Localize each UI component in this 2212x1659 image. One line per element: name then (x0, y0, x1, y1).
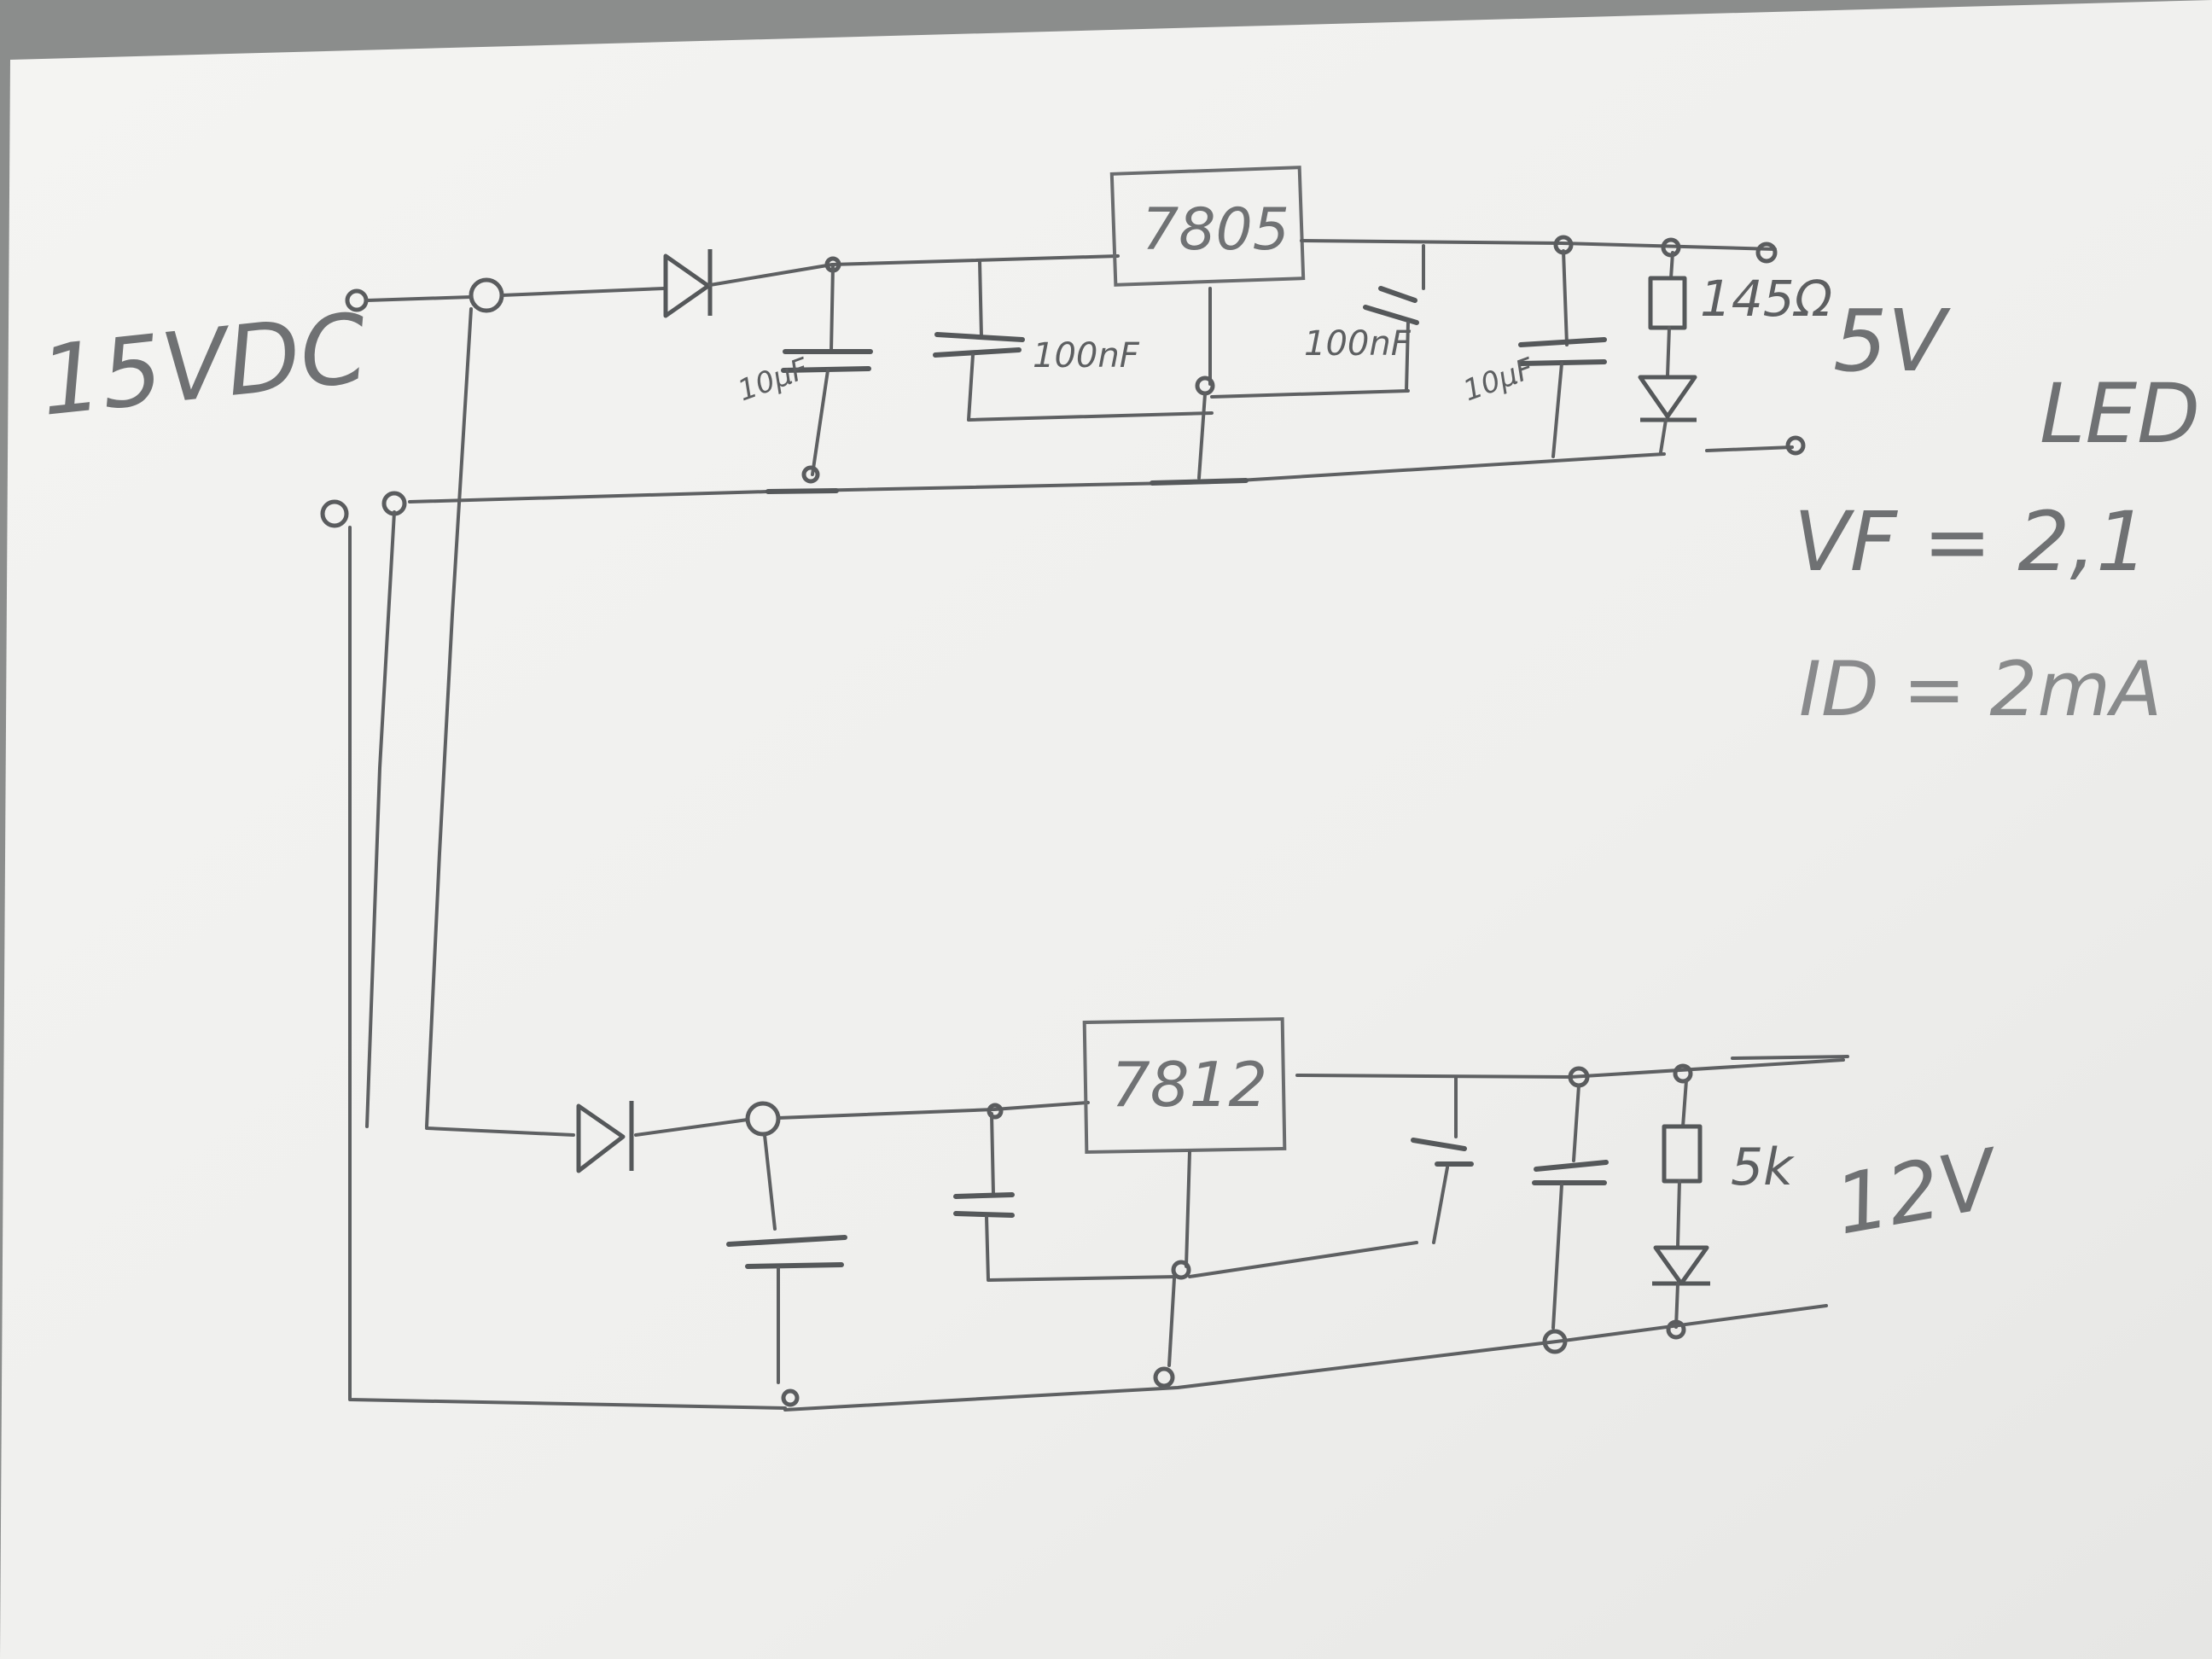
node-in-12v-2 (987, 1103, 1004, 1120)
node-c-in-bottom (801, 465, 820, 484)
label-vf: VF = 2,1 (1794, 494, 2148, 590)
label-id: ID = 2mA (1799, 645, 2162, 733)
regulator-7805-box (1109, 166, 1306, 287)
node-reg-12v-gnd (1171, 1260, 1191, 1280)
node-led-12v-bottom (1666, 1319, 1686, 1340)
label-r-145: 145Ω (1700, 270, 1832, 328)
led-12v (1652, 1245, 1710, 1286)
label-r-5k: 5k (1731, 1138, 1795, 1197)
led-5v (1638, 375, 1697, 422)
node-out-5v-3 (1755, 242, 1778, 264)
diode-12v (576, 1101, 634, 1173)
circuit-5v (320, 166, 1806, 528)
label-led: LED (2040, 366, 2200, 462)
node-reg-12v-bottom (1153, 1366, 1175, 1388)
label-out-5v: 5V (1833, 291, 1952, 391)
output-terminal-led (1785, 435, 1806, 456)
diode-5v (663, 249, 713, 318)
input-terminal-ground (320, 499, 349, 528)
label-regulator-7805: 7805 (1142, 196, 1289, 264)
node-c-in-12v-bottom (781, 1388, 800, 1407)
label-c-mid2-5v: 100nF (1304, 324, 1412, 364)
circuit-12v (425, 1016, 1849, 1412)
resistor-5k (1662, 1124, 1703, 1184)
label-c-mid1-5v: 100nF (1033, 336, 1140, 375)
regulator-7812-box (1082, 1016, 1287, 1155)
label-regulator-7812: 7812 (1111, 1049, 1267, 1121)
node-out-12v-2 (1673, 1063, 1693, 1084)
